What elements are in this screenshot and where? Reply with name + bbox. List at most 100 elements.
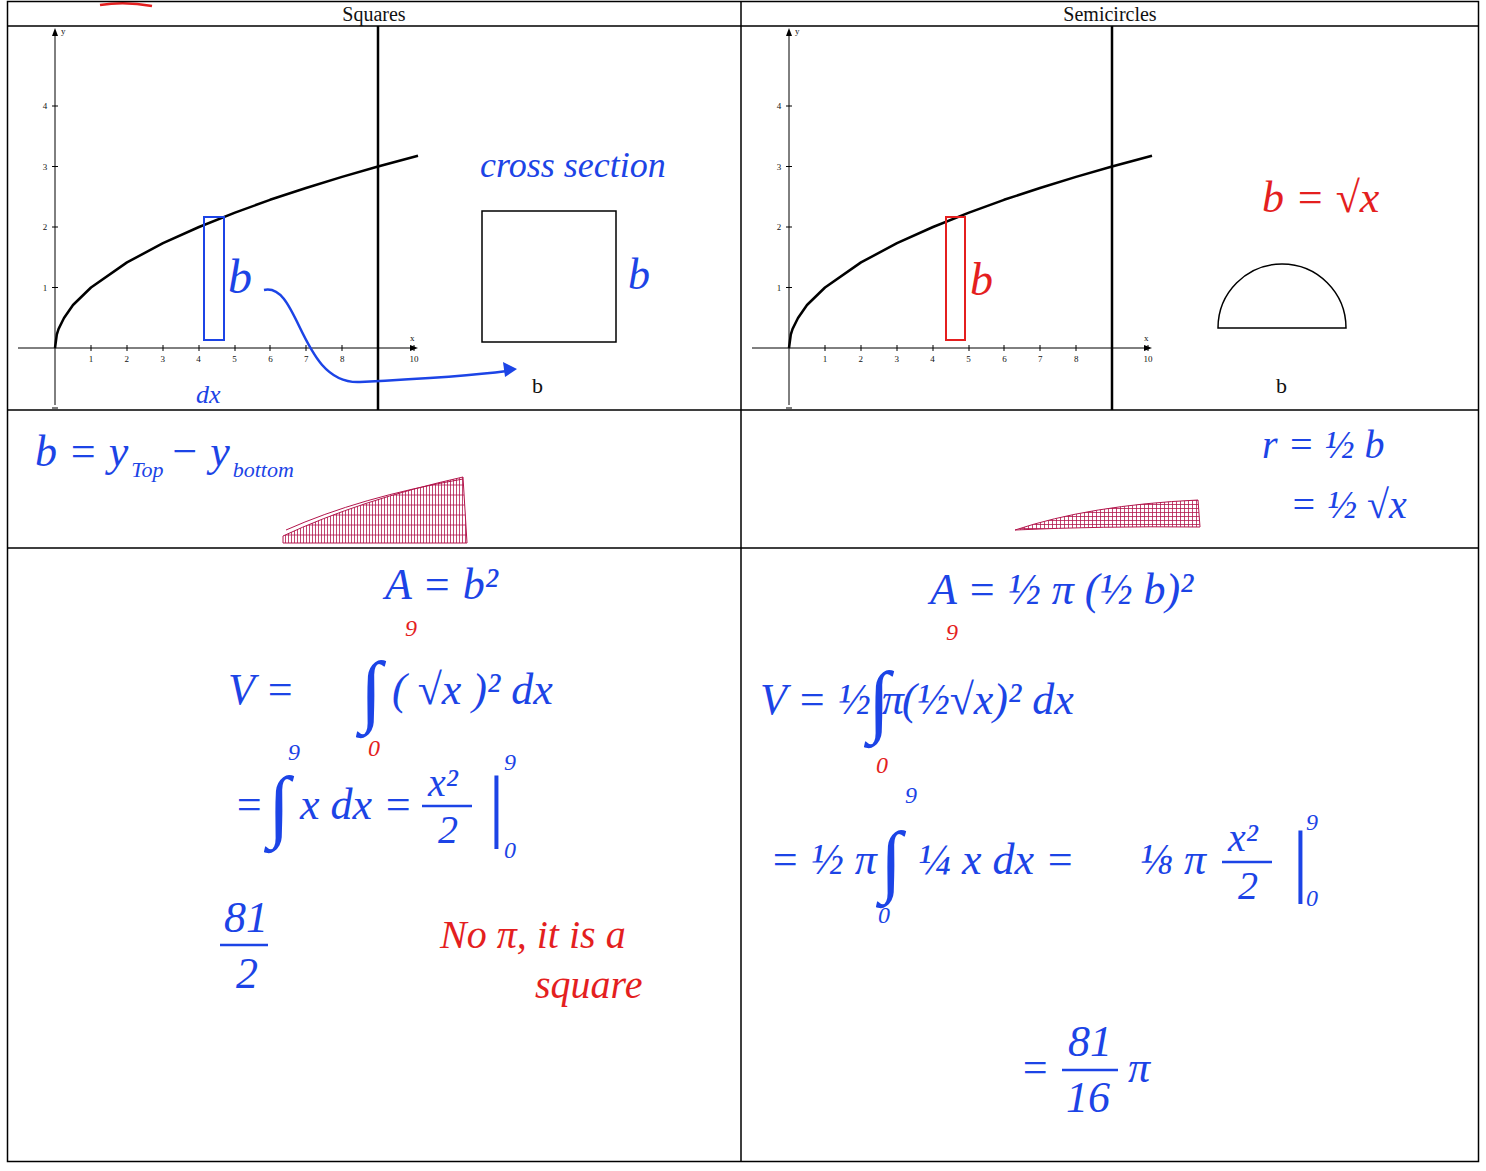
handwritten-formula: ( √x )² dx (392, 668, 553, 712)
axis-tick-label: 6 (268, 355, 273, 364)
axis-name: x (1144, 334, 1149, 343)
axis-tick-label: 3 (160, 355, 165, 364)
handwritten-formula: ¼ x dx = (918, 838, 1075, 882)
handwritten-formula: b = √x (1262, 176, 1379, 220)
fraction-numerator: x² (1228, 818, 1258, 858)
square-solid (283, 477, 467, 543)
integral-limit: 0 (876, 753, 888, 777)
fraction-numerator: 81 (1068, 1020, 1112, 1064)
integral-sign: ∫ (880, 820, 902, 900)
width-label: dx (196, 382, 221, 408)
fraction-numerator: x² (428, 763, 458, 803)
axis-tick-label: 1 (823, 355, 828, 364)
column-header: Squares (342, 4, 405, 24)
handwritten-formula: = (234, 783, 264, 827)
axis-tick-label: 8 (340, 355, 345, 364)
handwritten-formula: A = b² (385, 563, 498, 607)
column-header: Semicircles (1063, 4, 1156, 24)
fraction-numerator: 81 (224, 896, 268, 940)
axis-tick-label: 7 (1038, 355, 1043, 364)
axis-tick-label: 2 (43, 223, 48, 232)
axis-tick-label: 3 (894, 355, 899, 364)
handwritten-formula: x dx = (300, 783, 413, 827)
integral-limit: 9 (504, 750, 516, 774)
side-label: b (228, 253, 252, 301)
sqrt-curve (789, 156, 1152, 348)
axis-name: x (410, 334, 415, 343)
axis-tick-label: 7 (304, 355, 309, 364)
handwritten-note: cross section (480, 147, 666, 183)
red-scribble (100, 3, 152, 6)
subscript: Top (131, 459, 163, 481)
integral-sign: ∫ (268, 765, 290, 845)
handwritten-formula: V = (228, 668, 295, 712)
fraction-denominator: 2 (236, 952, 258, 996)
handwritten-formula: = ½ π (770, 838, 877, 882)
axis-tick-label: 8 (1074, 355, 1079, 364)
solid-edge (286, 479, 463, 530)
axis-name: y (795, 27, 800, 36)
axis-tick-label: 4 (196, 355, 201, 364)
semicircle-solid (1015, 500, 1200, 530)
axis-tick-label: 5 (232, 355, 237, 364)
subscript: bottom (233, 459, 294, 481)
y-axis (55, 32, 56, 405)
handwritten-formula: r = ½ b (1262, 425, 1385, 465)
side-label: b (970, 257, 993, 303)
integral-limit: 0 (1306, 886, 1318, 910)
axis-tick-label: 5 (966, 355, 971, 364)
arrow-head (503, 362, 517, 377)
evaluation-bar: | (484, 765, 506, 845)
axis-tick-label: 3 (777, 162, 782, 171)
axis-name: y (61, 27, 66, 36)
handwritten-formula: π (1128, 1046, 1150, 1090)
axis-tick-label: 3 (43, 162, 48, 171)
sqrt-curve (55, 156, 418, 348)
integral-limit: 9 (946, 620, 958, 644)
axis-tick-label: 2 (125, 355, 130, 364)
handwritten-note: square (535, 965, 642, 1005)
axis-tick-label: 4 (777, 102, 782, 111)
integral-limit: 0 (368, 736, 380, 760)
semicircle-cross-section (1218, 264, 1346, 328)
integral-limit: 9 (905, 783, 917, 807)
integral-sign: ∫ (360, 650, 382, 730)
axis-tick-label: 2 (777, 223, 782, 232)
handwritten-formula: A = ½ π (½ b)² (930, 568, 1193, 612)
integral-limit: 9 (288, 740, 300, 764)
tick-marks (52, 106, 414, 408)
axis-tick-label: 10 (410, 355, 419, 364)
table-border (8, 2, 1479, 1162)
axis-tick-label: 10 (1144, 355, 1153, 364)
handwritten-formula: − y (169, 430, 229, 474)
handwritten-formula: = ½ √x (1290, 485, 1407, 525)
handwritten-formula: b = y (35, 430, 128, 474)
square-cross-section (482, 211, 616, 342)
integral-sign: ∫ (868, 660, 890, 740)
fraction-denominator: 2 (1238, 866, 1258, 906)
handwritten-formula: = (1020, 1046, 1050, 1090)
handwritten-note: No π, it is a (440, 915, 626, 955)
left-graph (18, 26, 616, 410)
boundary-line (377, 26, 380, 410)
fraction-denominator: 2 (438, 810, 458, 850)
handwritten-formula: (½√x)² dx (902, 678, 1074, 722)
axis-tick-label: 1 (89, 355, 94, 364)
right-graph (752, 26, 1346, 410)
axis-tick-label: 1 (43, 283, 48, 292)
integral-limit: 9 (1306, 810, 1318, 834)
axis-arrow (52, 28, 58, 36)
side-label: b (628, 253, 650, 297)
tick-marks (786, 106, 1148, 408)
x-axis (752, 348, 1148, 349)
axis-tick-label: 2 (859, 355, 864, 364)
integral-limit: 0 (878, 903, 890, 927)
slice-rectangle (204, 217, 224, 340)
side-label: b (532, 375, 543, 397)
table-grid (8, 2, 1479, 1162)
curved-arrow (264, 290, 507, 383)
fraction-bar (220, 806, 1272, 1070)
fraction-denominator: 16 (1066, 1076, 1110, 1120)
